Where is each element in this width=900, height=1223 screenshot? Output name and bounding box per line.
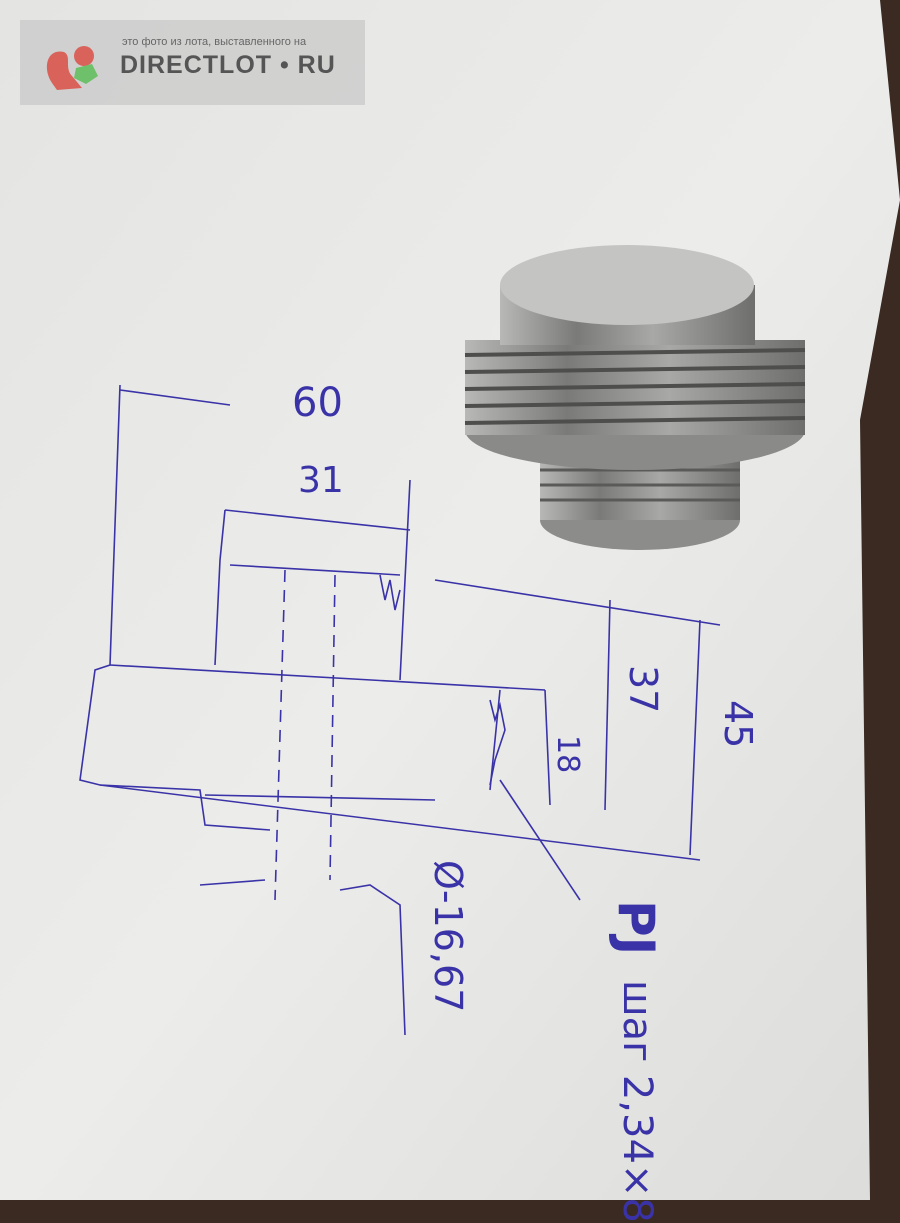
dimension-31: 31: [298, 460, 344, 501]
dimension-60: 60: [292, 380, 343, 426]
diameter-label: Ø-16,67: [426, 860, 470, 1013]
dimension-45: 45: [716, 700, 760, 749]
dimension-18: 18: [550, 735, 585, 774]
thread-type-label: PJ: [607, 900, 665, 956]
dimension-37: 37: [621, 665, 665, 714]
squirrel-logo-icon: [46, 46, 98, 90]
thread-pitch-label: шаг 2,34×8: [614, 980, 660, 1223]
watermark-brand: DIRECTLOT • RU: [120, 51, 336, 79]
metal-fitting: [464, 245, 806, 550]
watermark: это фото из лота, выставленного на DIREC…: [20, 20, 365, 105]
watermark-subtitle: это фото из лота, выставленного на: [122, 36, 307, 48]
hand-drawing: [79, 384, 721, 1036]
